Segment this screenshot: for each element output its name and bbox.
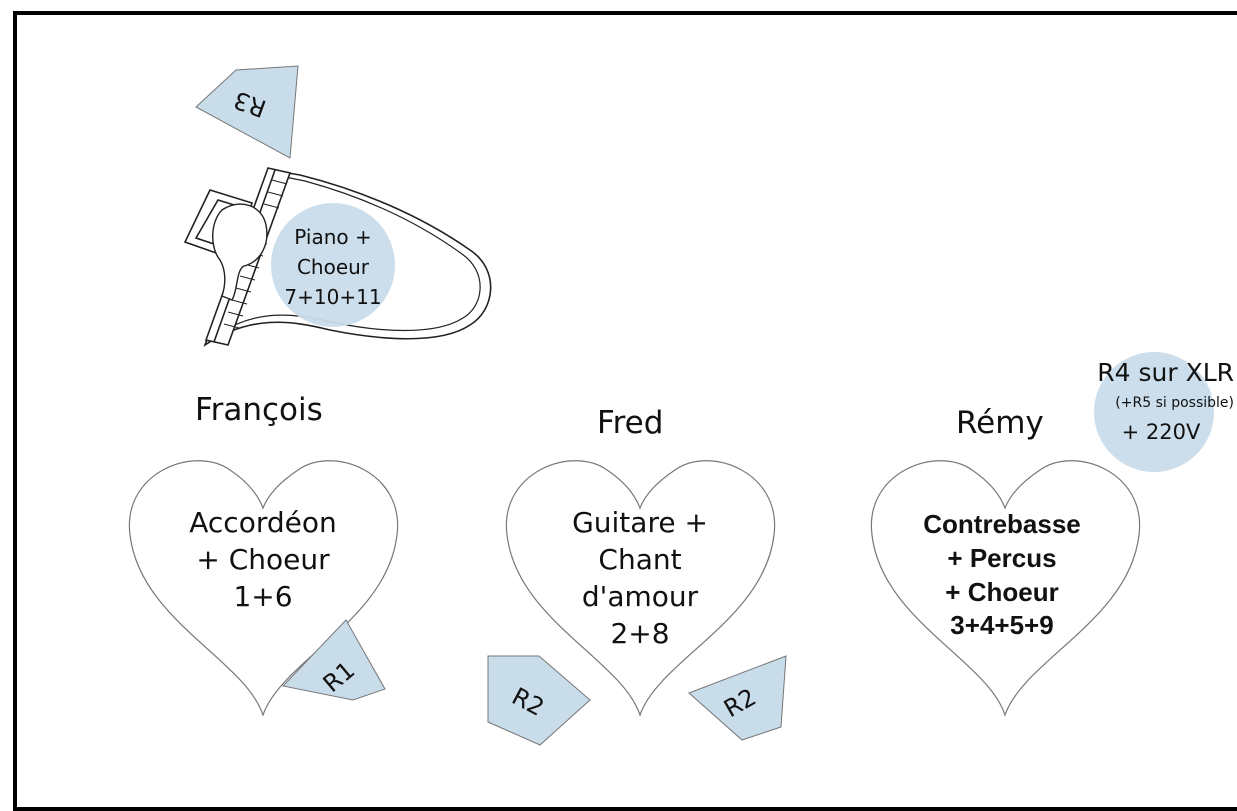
heart-fred <box>505 460 776 717</box>
fred-line-4: 2+8 <box>610 616 670 650</box>
piano-channel-text: Piano + Choeur 7+10+11 <box>272 222 394 312</box>
musician-name-francois: François <box>195 392 323 428</box>
remy-line-1: Contrebasse <box>923 509 1081 539</box>
remy-line-3: + Choeur <box>945 576 1059 607</box>
francois-line-3: 1+6 <box>233 579 293 613</box>
musician-instruments-remy: Contrebasse + Percus + Choeur 3+4+5+9 <box>882 508 1122 643</box>
remy-power-circle <box>1094 352 1214 472</box>
musician-name-remy: Rémy <box>956 405 1044 441</box>
francois-line-2: + Choeur <box>196 542 330 576</box>
monitor-r3-shape <box>195 65 299 159</box>
remy-line-2: + Percus <box>947 542 1057 573</box>
musician-instruments-fred: Guitare + Chant d'amour 2+8 <box>520 505 760 653</box>
francois-line-1: Accordéon <box>189 506 337 539</box>
monitor-r2-left-shape <box>487 655 591 746</box>
remy-power-line-1: R4 sur XLR <box>1097 358 1234 387</box>
fred-line-2: Chant <box>598 542 682 576</box>
fred-line-1: Guitare + <box>572 506 708 539</box>
piano-line-3: 7+10+11 <box>284 285 382 309</box>
heart-francois <box>128 460 399 717</box>
piano-line-2: Choeur <box>296 255 370 279</box>
remy-power-line-3: + 220V <box>1121 420 1201 444</box>
fred-line-3: d'amour <box>581 579 699 613</box>
monitor-r1-shape <box>282 619 386 701</box>
remy-line-4: 3+4+5+9 <box>950 610 1054 641</box>
piano-line-1: Piano + <box>294 225 372 249</box>
monitor-r2-right-shape <box>688 655 787 741</box>
heart-remy <box>870 460 1141 717</box>
piano-channel-circle <box>271 203 395 327</box>
remy-power-line-2: (+R5 si possible) <box>1115 395 1234 411</box>
remy-power-text: R4 sur XLR (+R5 si possible) + 220V <box>1060 357 1236 447</box>
musician-instruments-francois: Accordéon + Choeur 1+6 <box>143 505 383 616</box>
musician-name-fred: Fred <box>597 405 664 441</box>
